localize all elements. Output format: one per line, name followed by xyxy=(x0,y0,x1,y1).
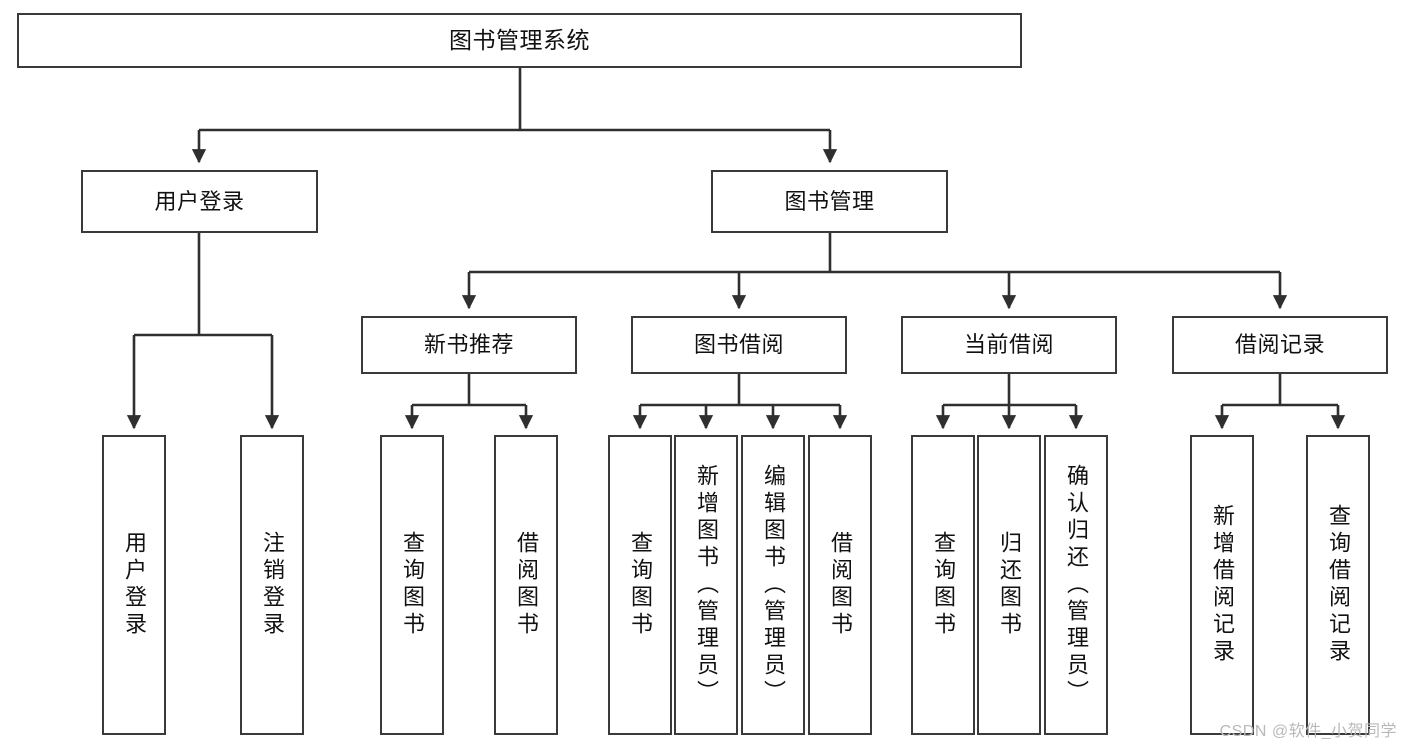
node-book-borrow-label: 图书借阅 xyxy=(693,332,784,358)
node-new-book-recommend-label: 新书推荐 xyxy=(423,332,514,358)
leaf-user-login-logout-label: 注销登录 xyxy=(260,531,285,639)
leaf-borrow-record-query[interactable]: 查询借阅记录 xyxy=(1306,435,1370,735)
leaf-current-borrow-return-label: 归还图书 xyxy=(997,531,1022,639)
node-book-management[interactable]: 图书管理 xyxy=(711,170,948,233)
leaf-current-borrow-return[interactable]: 归还图书 xyxy=(977,435,1041,735)
leaf-book-borrow-query[interactable]: 查询图书 xyxy=(608,435,672,735)
node-root-label: 图书管理系统 xyxy=(449,26,590,53)
watermark-csdn: CSDN @软件_小贺同学 xyxy=(1219,723,1397,740)
leaf-current-borrow-confirm-return[interactable]: 确认归还（管理员） xyxy=(1044,435,1108,735)
node-book-management-label: 图书管理 xyxy=(784,188,875,214)
node-current-borrow-label: 当前借阅 xyxy=(963,332,1054,358)
leaf-new-book-query[interactable]: 查询图书 xyxy=(380,435,444,735)
leaf-book-borrow-query-label: 查询图书 xyxy=(628,531,653,639)
node-user-login[interactable]: 用户登录 xyxy=(81,170,318,233)
leaf-user-login-logout[interactable]: 注销登录 xyxy=(240,435,304,735)
leaf-new-book-query-label: 查询图书 xyxy=(400,531,425,639)
node-borrow-record-label: 借阅记录 xyxy=(1234,332,1325,358)
node-current-borrow[interactable]: 当前借阅 xyxy=(901,316,1117,374)
leaf-book-borrow-edit-label: 编辑图书（管理员） xyxy=(761,463,786,707)
leaf-new-book-borrow-label: 借阅图书 xyxy=(514,531,539,639)
node-new-book-recommend[interactable]: 新书推荐 xyxy=(361,316,577,374)
node-borrow-record[interactable]: 借阅记录 xyxy=(1172,316,1388,374)
node-root-book-management-system[interactable]: 图书管理系统 xyxy=(17,13,1022,68)
leaf-user-login-login-label: 用户登录 xyxy=(122,531,147,639)
leaf-current-borrow-confirm-return-label: 确认归还（管理员） xyxy=(1064,463,1089,707)
leaf-current-borrow-query-label: 查询图书 xyxy=(931,531,956,639)
leaf-book-borrow-add[interactable]: 新增图书（管理员） xyxy=(674,435,738,735)
leaf-book-borrow-add-label: 新增图书（管理员） xyxy=(694,463,719,707)
leaf-borrow-record-add-label: 新增借阅记录 xyxy=(1210,504,1235,666)
leaf-book-borrow-borrow-label: 借阅图书 xyxy=(828,531,853,639)
leaf-borrow-record-query-label: 查询借阅记录 xyxy=(1326,504,1351,666)
leaf-borrow-record-add[interactable]: 新增借阅记录 xyxy=(1190,435,1254,735)
node-user-login-label: 用户登录 xyxy=(154,188,245,214)
leaf-book-borrow-borrow[interactable]: 借阅图书 xyxy=(808,435,872,735)
leaf-new-book-borrow[interactable]: 借阅图书 xyxy=(494,435,558,735)
leaf-book-borrow-edit[interactable]: 编辑图书（管理员） xyxy=(741,435,805,735)
node-book-borrow[interactable]: 图书借阅 xyxy=(631,316,847,374)
leaf-current-borrow-query[interactable]: 查询图书 xyxy=(911,435,975,735)
leaf-user-login-login[interactable]: 用户登录 xyxy=(102,435,166,735)
